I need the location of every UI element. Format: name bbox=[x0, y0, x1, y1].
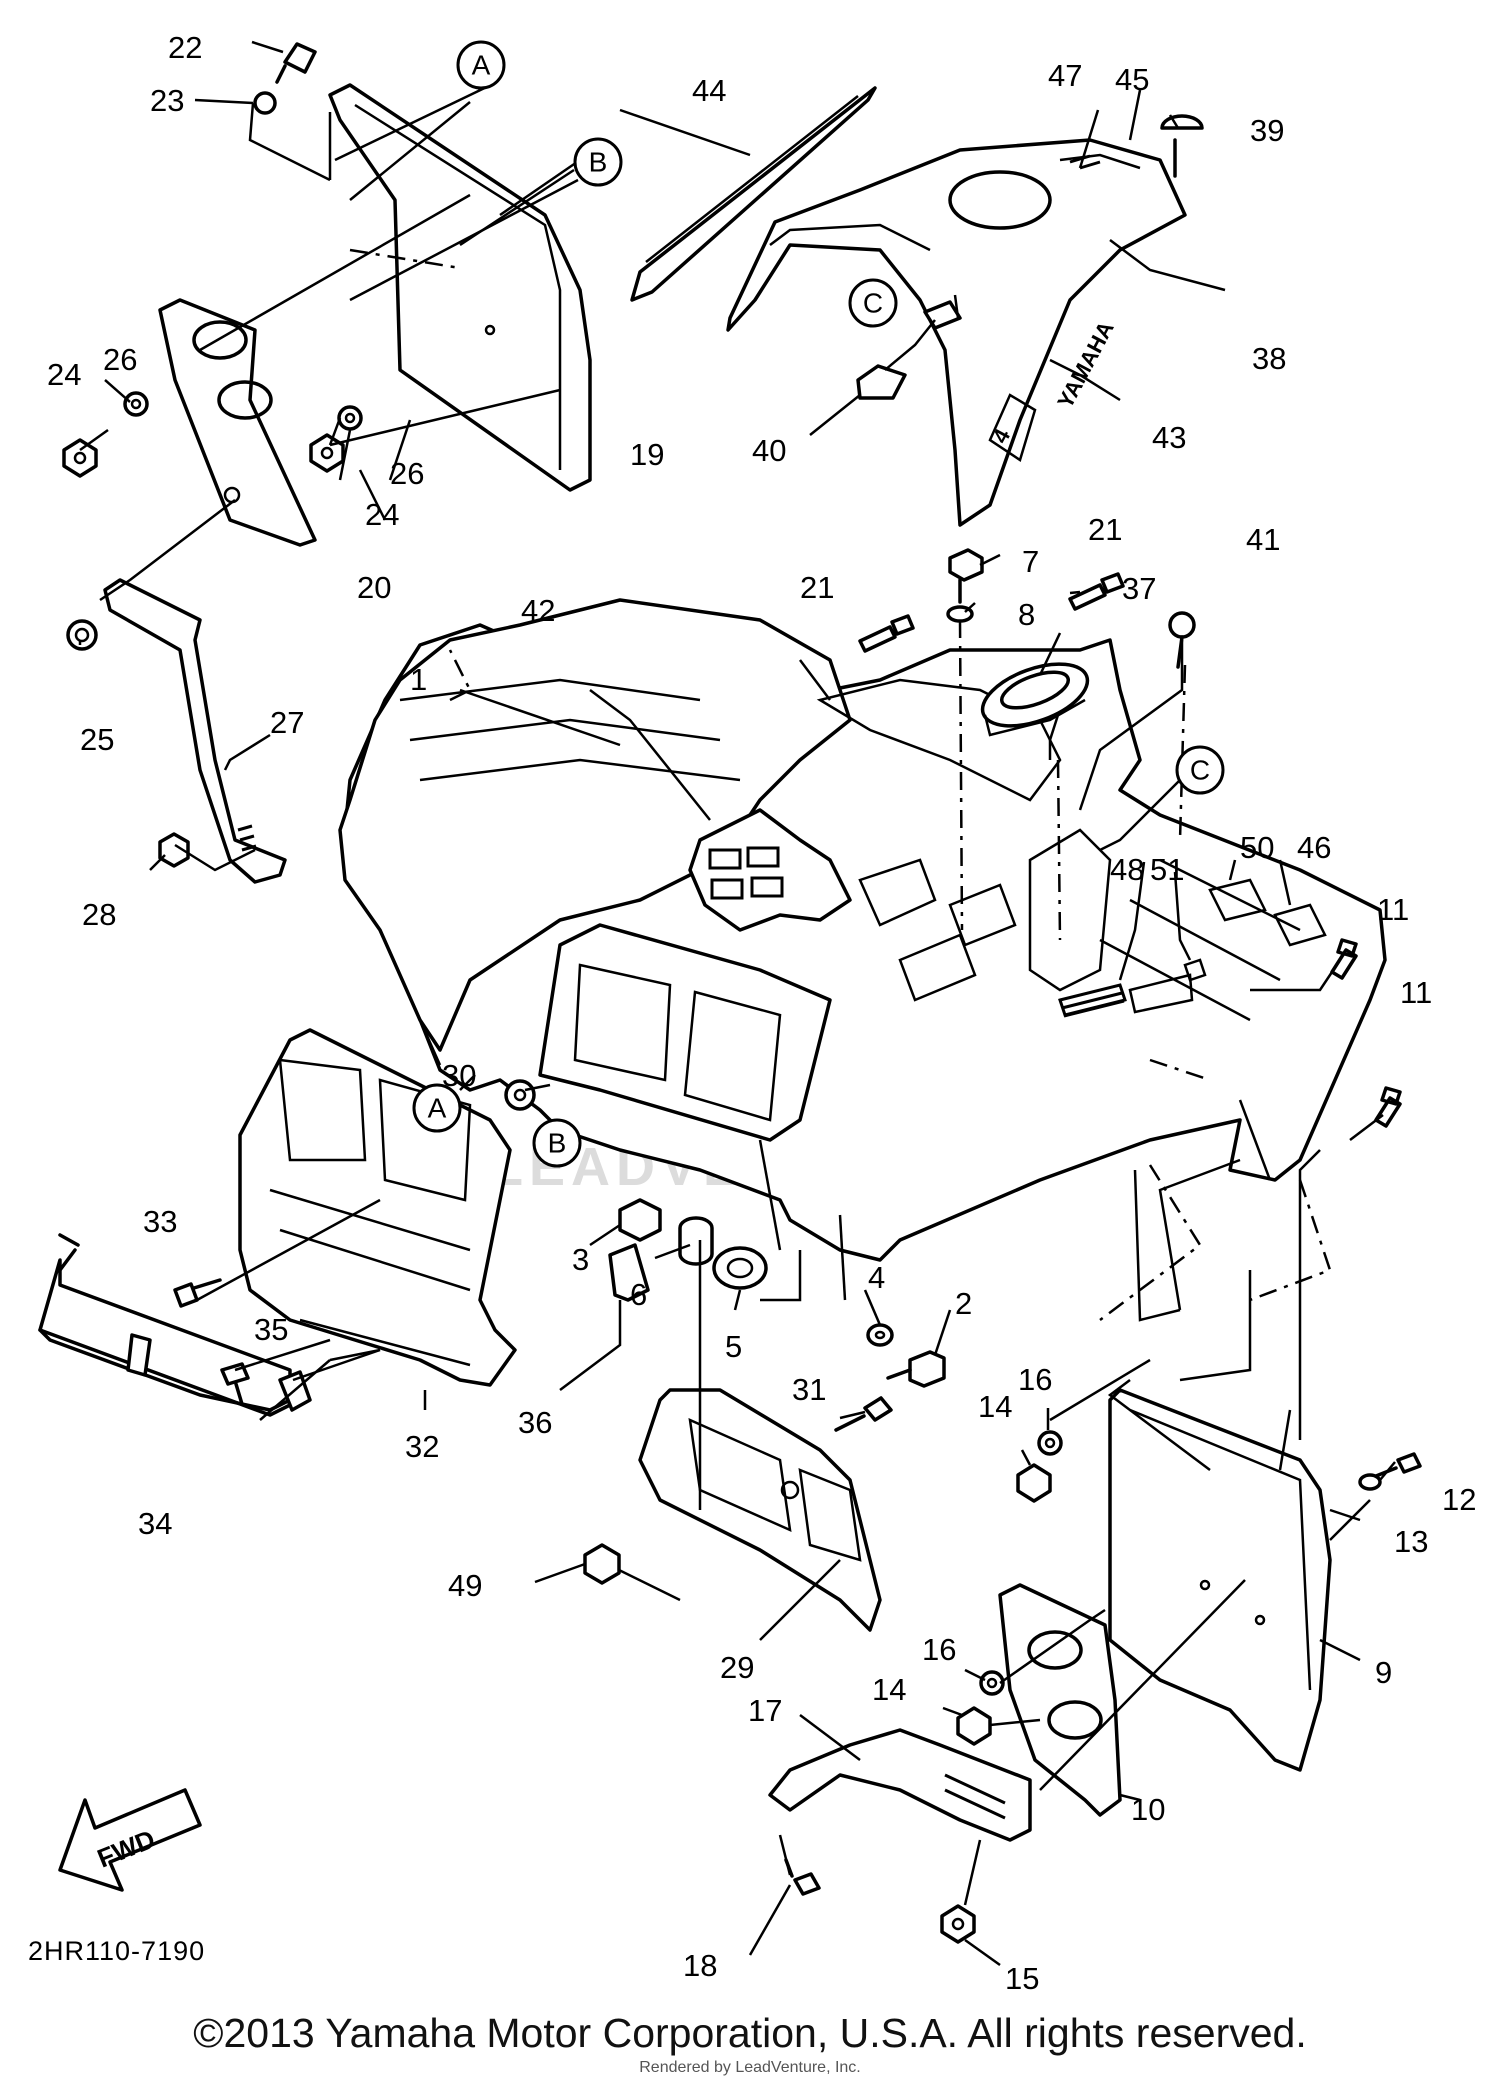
callout-6: 6 bbox=[630, 1277, 647, 1312]
callout-25: 25 bbox=[80, 722, 114, 757]
callout-32: 32 bbox=[405, 1429, 439, 1464]
ref-bubble-b-top: B bbox=[573, 137, 623, 187]
callout-39: 39 bbox=[1250, 113, 1284, 148]
callout-10: 10 bbox=[1131, 1792, 1165, 1827]
callout-24: 24 bbox=[47, 357, 81, 392]
callout-38: 38 bbox=[1252, 341, 1286, 376]
callout-14: 14 bbox=[978, 1389, 1012, 1424]
callout-35: 35 bbox=[254, 1312, 288, 1347]
callout-15: 15 bbox=[1005, 1961, 1039, 1996]
callout-22: 22 bbox=[168, 30, 202, 65]
callout-9: 9 bbox=[1375, 1655, 1392, 1690]
callout-43: 43 bbox=[1152, 420, 1186, 455]
svg-text:A: A bbox=[428, 1093, 447, 1124]
callout-33: 33 bbox=[143, 1204, 177, 1239]
copyright-notice: ©2013 Yamaha Motor Corporation, U.S.A. A… bbox=[193, 2010, 1307, 2056]
callout-26: 26 bbox=[390, 456, 424, 491]
callout-21: 21 bbox=[800, 570, 834, 605]
callout-11: 11 bbox=[1400, 975, 1432, 1010]
ref-bubble-c-mid: C bbox=[1175, 745, 1225, 795]
callout-24: 24 bbox=[365, 497, 399, 532]
callout-23: 23 bbox=[150, 83, 184, 118]
callout-2: 2 bbox=[955, 1286, 972, 1321]
callout-13: 13 bbox=[1394, 1524, 1428, 1559]
svg-text:A: A bbox=[472, 50, 491, 81]
callout-49: 49 bbox=[448, 1568, 482, 1603]
ref-bubble-c-top: C bbox=[848, 278, 898, 328]
callout-18: 18 bbox=[683, 1948, 717, 1983]
callout-5: 5 bbox=[725, 1329, 742, 1364]
callout-11: 11 bbox=[1377, 892, 1409, 927]
callout-30: 30 bbox=[442, 1058, 476, 1093]
callout-3: 3 bbox=[572, 1242, 589, 1277]
callout-46: 46 bbox=[1297, 830, 1331, 865]
fender-logo-text: YAMAHA bbox=[1052, 317, 1119, 412]
svg-text:C: C bbox=[863, 288, 883, 319]
callout-12: 12 bbox=[1442, 1482, 1476, 1517]
dash-lines bbox=[448, 619, 1332, 1321]
callout-17: 17 bbox=[748, 1693, 782, 1728]
drawing-code: 2HR110-7190 bbox=[28, 1936, 206, 1966]
rendered-by-text: Rendered by LeadVenture, Inc. bbox=[639, 2059, 861, 2076]
callout-28: 28 bbox=[82, 897, 116, 932]
part-decal-46 bbox=[1273, 903, 1327, 947]
fwd-arrow-icon: FWD bbox=[58, 1788, 202, 1892]
svg-text:B: B bbox=[548, 1128, 567, 1159]
callout-20: 20 bbox=[357, 570, 391, 605]
callout-51: 51 bbox=[1150, 852, 1184, 887]
hardware-fasteners bbox=[62, 42, 1422, 1944]
callout-numbers: 22 23 26 24 19 26 24 20 25 27 28 44 47 4… bbox=[47, 30, 1476, 1996]
svg-text:C: C bbox=[1190, 755, 1210, 786]
part-mud-flap-19 bbox=[328, 83, 592, 492]
callout-19: 19 bbox=[630, 437, 664, 472]
callout-16: 16 bbox=[1018, 1362, 1052, 1397]
callout-31: 31 bbox=[792, 1372, 826, 1407]
part-clamp-36 bbox=[608, 1243, 650, 1302]
callout-16: 16 bbox=[922, 1632, 956, 1667]
callout-42: 42 bbox=[521, 593, 555, 628]
callout-47: 47 bbox=[1048, 58, 1082, 93]
part-front-fender-1 bbox=[338, 598, 1387, 1262]
part-mud-flap-9 bbox=[1108, 1388, 1332, 1772]
ref-bubble-a-mid: A bbox=[412, 1083, 462, 1133]
part-bracket-plate-10 bbox=[998, 1583, 1122, 1817]
callout-44: 44 bbox=[692, 73, 726, 108]
callout-21: 21 bbox=[1088, 512, 1122, 547]
callout-27: 27 bbox=[270, 705, 304, 740]
callout-8: 8 bbox=[1018, 597, 1035, 632]
callout-26: 26 bbox=[103, 342, 137, 377]
part-clip-40 bbox=[856, 364, 907, 400]
ref-bubble-b-mid: B bbox=[532, 1118, 582, 1168]
part-stay-17 bbox=[768, 1728, 1032, 1842]
callout-40: 40 bbox=[752, 433, 786, 468]
callout-41: 41 bbox=[1246, 522, 1280, 557]
callout-14: 14 bbox=[872, 1672, 906, 1707]
ref-bubble-a-top: A bbox=[456, 40, 506, 90]
part-decal-44 bbox=[630, 86, 877, 302]
callout-29: 29 bbox=[720, 1650, 754, 1685]
part-bracket-plate-20 bbox=[158, 298, 317, 547]
callout-48: 48 bbox=[1110, 852, 1144, 887]
part-cap-37 bbox=[980, 662, 1090, 737]
callout-1: 1 bbox=[410, 662, 427, 697]
part-front-cover-38: YAMAHA 4 bbox=[726, 138, 1187, 527]
leader-lines bbox=[78, 40, 1396, 1967]
part-decal-50 bbox=[1208, 878, 1267, 922]
callout-36: 36 bbox=[518, 1405, 552, 1440]
callout-45: 45 bbox=[1115, 62, 1149, 97]
svg-text:B: B bbox=[589, 147, 608, 178]
callout-34: 34 bbox=[138, 1506, 172, 1541]
callout-4: 4 bbox=[868, 1260, 885, 1295]
callout-50: 50 bbox=[1240, 830, 1274, 865]
part-stay-27 bbox=[103, 578, 287, 884]
callout-7: 7 bbox=[1022, 544, 1039, 579]
callout-37: 37 bbox=[1122, 571, 1156, 606]
